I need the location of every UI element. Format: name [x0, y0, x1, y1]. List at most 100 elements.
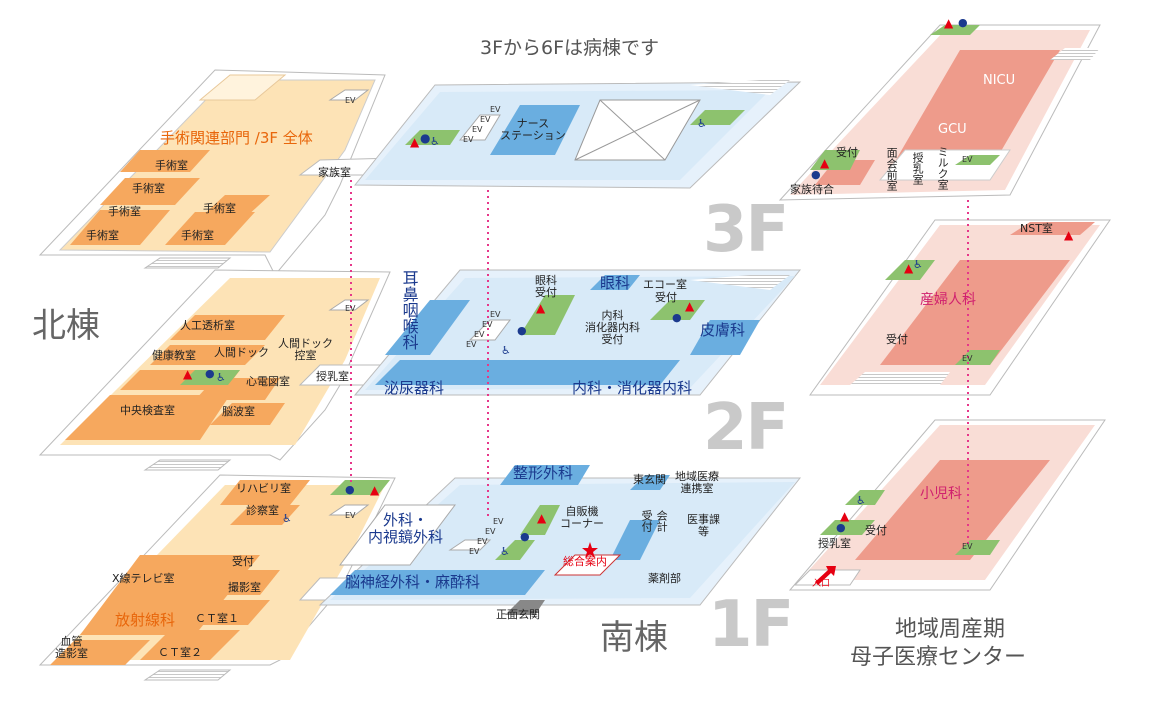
vertical-connectors [350, 180, 969, 545]
nurse-station: ナース ステーション [500, 117, 566, 143]
info-star-icon [582, 542, 598, 558]
operating-room: 手術室 [203, 202, 236, 215]
ct-room-1: ＣＴ室１ [195, 612, 239, 625]
restroom-female-icon: ▲ [685, 299, 695, 313]
elevator: EV [485, 527, 496, 536]
elevator: EV [463, 135, 474, 144]
dialysis-room: 人工透析室 [180, 319, 235, 332]
north-1f-floor [38, 474, 396, 681]
elevator: EV [962, 542, 973, 551]
ent-dept: 耳鼻咽喉科 [399, 270, 419, 350]
ophthalmology-reception: 眼科 受付 [535, 274, 557, 300]
wheelchair-icon: ♿ [913, 258, 923, 271]
elevator: EV [472, 125, 483, 134]
restroom-male-icon: ● [672, 311, 682, 324]
medical-affairs: 医事課 等 [687, 513, 720, 539]
mcc-label-line1: 地域周産期 [895, 617, 1006, 642]
human-dock-waiting: 人間ドック 控室 [278, 337, 333, 363]
elevator: EV [474, 330, 485, 339]
restroom-female-icon: ▲ [183, 367, 193, 381]
angiography-room: 血管 造影室 [55, 635, 88, 661]
south-wing-label: 南棟 [600, 618, 668, 658]
main-entrance: 正面玄関 [496, 608, 540, 621]
restroom-female-icon: ▲ [410, 135, 420, 149]
elevator: EV [490, 105, 501, 114]
elevator: EV [469, 547, 480, 556]
floor-label-2f: 2F [703, 391, 789, 465]
reception: 受付 [886, 333, 908, 346]
reception: 受付 [232, 555, 254, 568]
elevator: EV [345, 96, 356, 105]
family-room: 家族室 [318, 166, 351, 179]
ct-room-2: ＣＴ室２ [158, 646, 202, 659]
south-3f-floor [353, 80, 802, 189]
restroom-female-icon: ▲ [537, 511, 547, 525]
floors-note: 3Fから6Fは病棟です [480, 37, 660, 59]
restroom-male-icon: ● [517, 324, 527, 337]
restroom-female-icon: ▲ [370, 483, 380, 497]
operating-room: 手術室 [132, 182, 165, 195]
rehab-room: リハビリ室 [236, 482, 291, 495]
restroom-female-icon: ▲ [944, 16, 954, 30]
ophthalmology-dept: 眼科 [600, 274, 631, 292]
elevator: EV [466, 340, 477, 349]
milk-room: ミルク室 [936, 146, 950, 190]
restroom-male-icon: ● [205, 367, 215, 380]
mcc-label-line2: 母子医療センター [850, 645, 1027, 670]
cashier: 会計 [655, 510, 669, 532]
south-1f-floor [318, 465, 802, 615]
neurosurgery-dept: 脳神経外科・麻酔科 [345, 573, 481, 591]
family-waiting: 家族待合 [790, 183, 834, 196]
dermatology-dept: 皮膚科 [700, 321, 746, 339]
nursing-room: 授乳室 [316, 370, 349, 383]
human-dock: 人間ドック [214, 346, 269, 359]
restroom-male-icon: ● [836, 521, 846, 534]
nursing-room: 授乳室 [911, 152, 925, 185]
restroom-male-icon: ● [520, 530, 530, 543]
elevator: EV [962, 155, 973, 164]
exam-room: 診察室 [246, 504, 279, 517]
ecg-room: 心電図室 [246, 375, 290, 388]
mcc-2f-floor [809, 219, 1111, 396]
elevator: EV [490, 310, 501, 319]
nicu: NICU [983, 73, 1016, 88]
restroom-female-icon: ▲ [904, 261, 914, 275]
wheelchair-icon: ♿ [697, 117, 707, 130]
floor-label-1f: 1F [708, 588, 794, 662]
obgyn-dept: 産婦人科 [920, 292, 976, 308]
nst-room: NST室 [1020, 222, 1053, 235]
elevator: EV [345, 511, 356, 520]
surgery-dept: 外科・ 内視鏡外科 [368, 511, 444, 546]
wheelchair-icon: ♿ [282, 512, 292, 525]
eeg-room: 脳波室 [222, 405, 255, 418]
xray-tv-room: X線テレビ室 [112, 572, 175, 585]
restroom-female-icon: ▲ [840, 509, 850, 523]
operating-room: 手術室 [155, 159, 188, 172]
nursing-room: 授乳室 [818, 537, 851, 550]
reception: 受付 [865, 524, 887, 537]
mcc-1f-floor [788, 419, 1106, 591]
wheelchair-icon: ♿ [500, 545, 510, 558]
regional-liaison-room: 地域医療 連携室 [675, 470, 719, 496]
echo-room: エコー室 [643, 278, 687, 291]
orthopedics-dept: 整形外科 [513, 464, 574, 482]
central-lab: 中央検査室 [120, 404, 175, 417]
reception: 受付 [640, 510, 654, 532]
radiology-dept: 放射線科 [115, 611, 176, 629]
entrance-arrow-icon [815, 566, 836, 585]
reception: 受付 [836, 146, 858, 159]
restroom-male-icon: ● [420, 131, 431, 145]
wheelchair-icon: ♿ [856, 494, 866, 507]
floor-label-3f: 3F [703, 193, 789, 267]
south-2f-floor [353, 269, 802, 396]
gcu: GCU [938, 122, 967, 137]
north-3f-dept: 手術関連部門 /3F 全体 [160, 129, 313, 147]
restroom-female-icon: ▲ [536, 301, 546, 315]
restroom-female-icon: ▲ [1064, 228, 1074, 242]
north-wing-label: 北棟 [32, 306, 100, 346]
restroom-male-icon: ● [811, 168, 821, 181]
operating-room: 手術室 [86, 229, 119, 242]
imaging-room: 撮影室 [228, 581, 261, 594]
internal-medicine-dept: 内科・消化器内科 [572, 379, 693, 397]
